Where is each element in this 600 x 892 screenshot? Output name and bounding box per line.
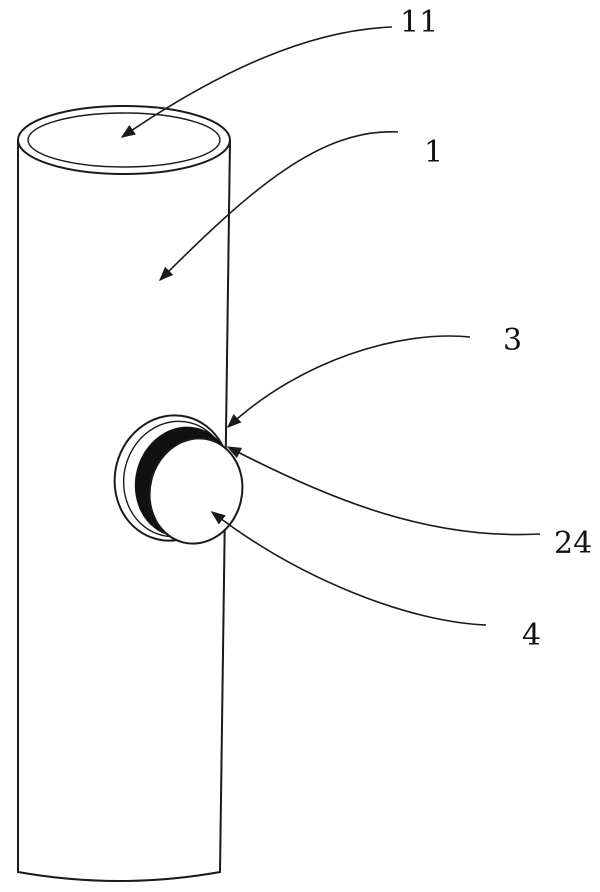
reference-labels: 11 1 3 24 4 [400, 5, 592, 653]
label-4: 4 [522, 618, 541, 653]
label-1: 1 [424, 135, 443, 170]
leader-line-1 [158, 131, 399, 282]
leader-line-11 [120, 26, 393, 138]
leader-line-3 [226, 335, 471, 428]
leader-line-24 [226, 446, 541, 536]
label-24: 24 [554, 526, 592, 561]
label-3: 3 [503, 323, 522, 358]
leader-line-4 [210, 511, 487, 626]
pipe-top-opening [17, 105, 231, 175]
label-11: 11 [400, 5, 438, 40]
leader-lines [120, 26, 541, 626]
side-fitting [113, 414, 244, 545]
